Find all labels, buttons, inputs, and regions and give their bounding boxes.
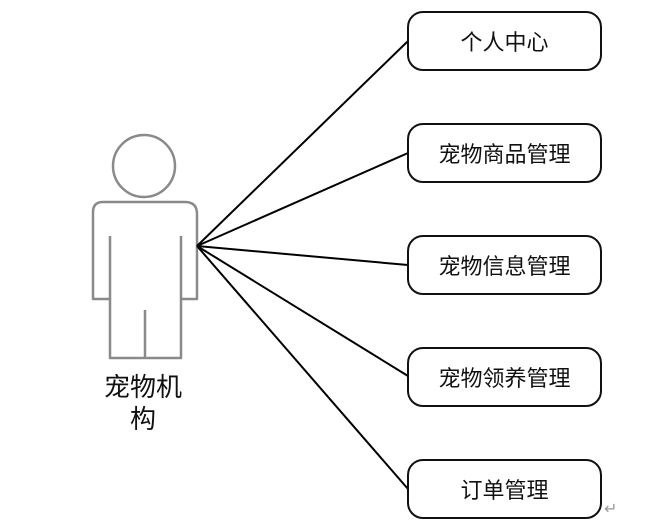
usecase-order-management: 订单管理: [407, 459, 602, 519]
paragraph-mark-icon: ↵: [604, 499, 618, 518]
usecase-pet-product-management: 宠物商品管理: [407, 123, 602, 183]
actor-name-line1: 宠物机: [103, 373, 182, 403]
association-line: [196, 245, 409, 490]
actor-body: [91, 200, 199, 360]
actor-figure: [91, 133, 199, 360]
association-line: [196, 245, 409, 377]
usecase-pet-info-management: 宠物信息管理: [407, 235, 602, 295]
association-line: [196, 245, 409, 266]
association-lines: [196, 40, 409, 490]
actor-head: [111, 133, 177, 199]
usecase-pet-adoption-management: 宠物领养管理: [407, 347, 602, 407]
actor-name-line2: 构: [129, 405, 156, 435]
association-line: [196, 40, 409, 247]
usecase-personal-center: 个人中心: [407, 11, 602, 71]
association-line: [196, 152, 409, 247]
